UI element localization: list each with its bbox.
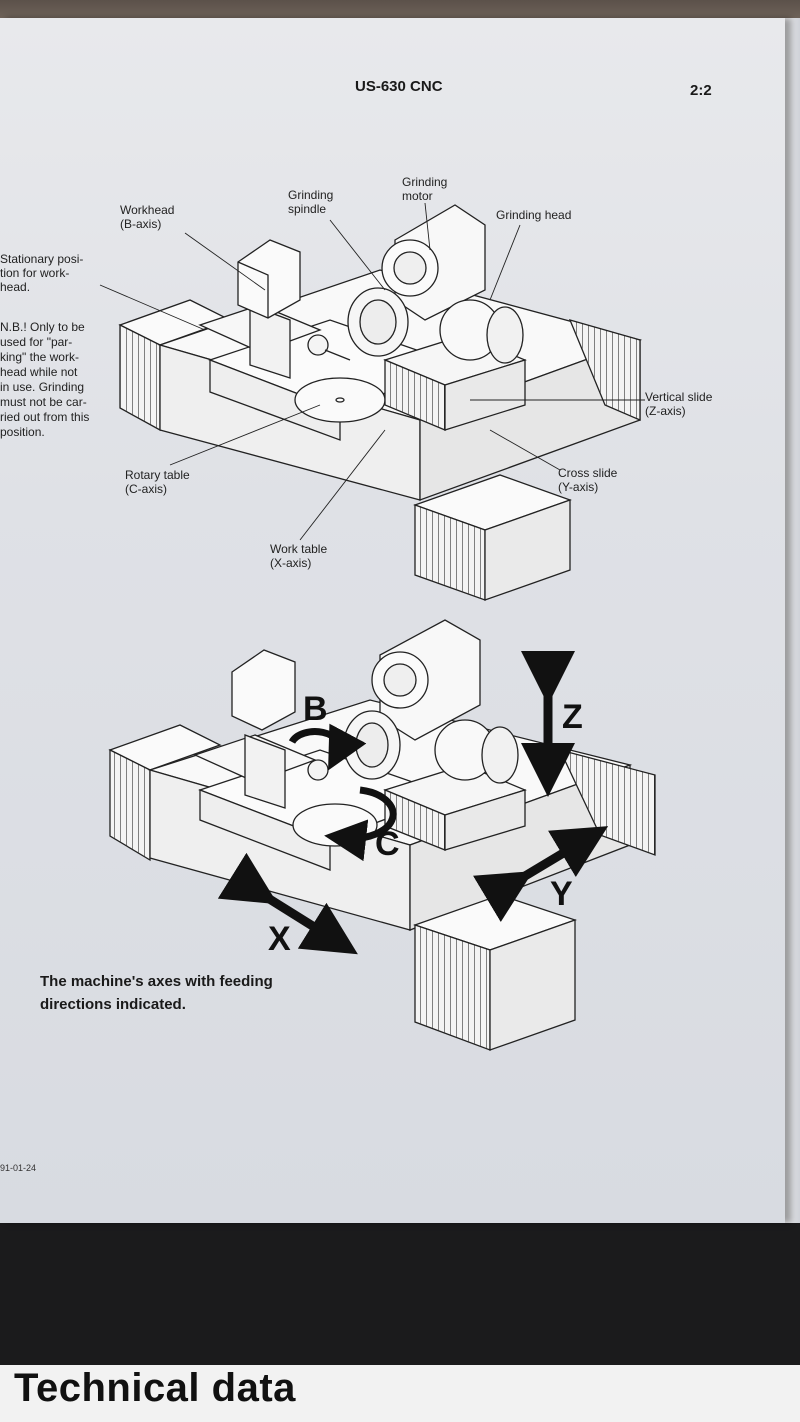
- label-cross-slide: Cross slide (Y-axis): [558, 466, 618, 494]
- axis-letter-b: B: [303, 690, 328, 728]
- x-axis-arrow: [217, 852, 358, 955]
- page-number: 2:2: [690, 82, 712, 99]
- axis-letter-x: X: [268, 920, 291, 958]
- label-rotary-table: Rotary table (C-axis): [125, 468, 190, 496]
- next-page-strip: [0, 1365, 800, 1422]
- document-code: 91-01-24: [0, 1163, 37, 1173]
- figure-caption: The machine's axes with feeding directio…: [40, 973, 273, 1013]
- c-axis-arrow: [324, 786, 397, 862]
- label-grinding-head: Grinding head: [496, 208, 572, 222]
- next-page-heading: Technical data: [14, 1366, 296, 1410]
- label-workhead: Workhead (B-axis): [120, 203, 175, 231]
- label-stationary-position: Stationary posi- tion for work- head.: [0, 252, 84, 294]
- page-title: US-630 CNC: [355, 78, 443, 95]
- manual-page: [0, 18, 785, 1223]
- machine-overview-diagram: [99, 202, 645, 601]
- b-axis-arrow: [288, 723, 367, 771]
- axis-letter-z: Z: [562, 698, 583, 736]
- label-vertical-slide: Vertical slide (Z-axis): [645, 390, 713, 418]
- axis-letter-c: C: [375, 825, 400, 863]
- label-grinding-motor: Grinding motor: [402, 175, 448, 203]
- y-axis-arrow: [472, 826, 609, 923]
- label-work-table: Work table (X-axis): [270, 542, 328, 570]
- label-parking-note: N.B.! Only to be used for "par- king" th…: [0, 320, 90, 439]
- axis-arrows: [217, 651, 609, 955]
- axis-letter-y: Y: [550, 875, 573, 913]
- label-grinding-spindle: Grinding spindle: [288, 188, 334, 216]
